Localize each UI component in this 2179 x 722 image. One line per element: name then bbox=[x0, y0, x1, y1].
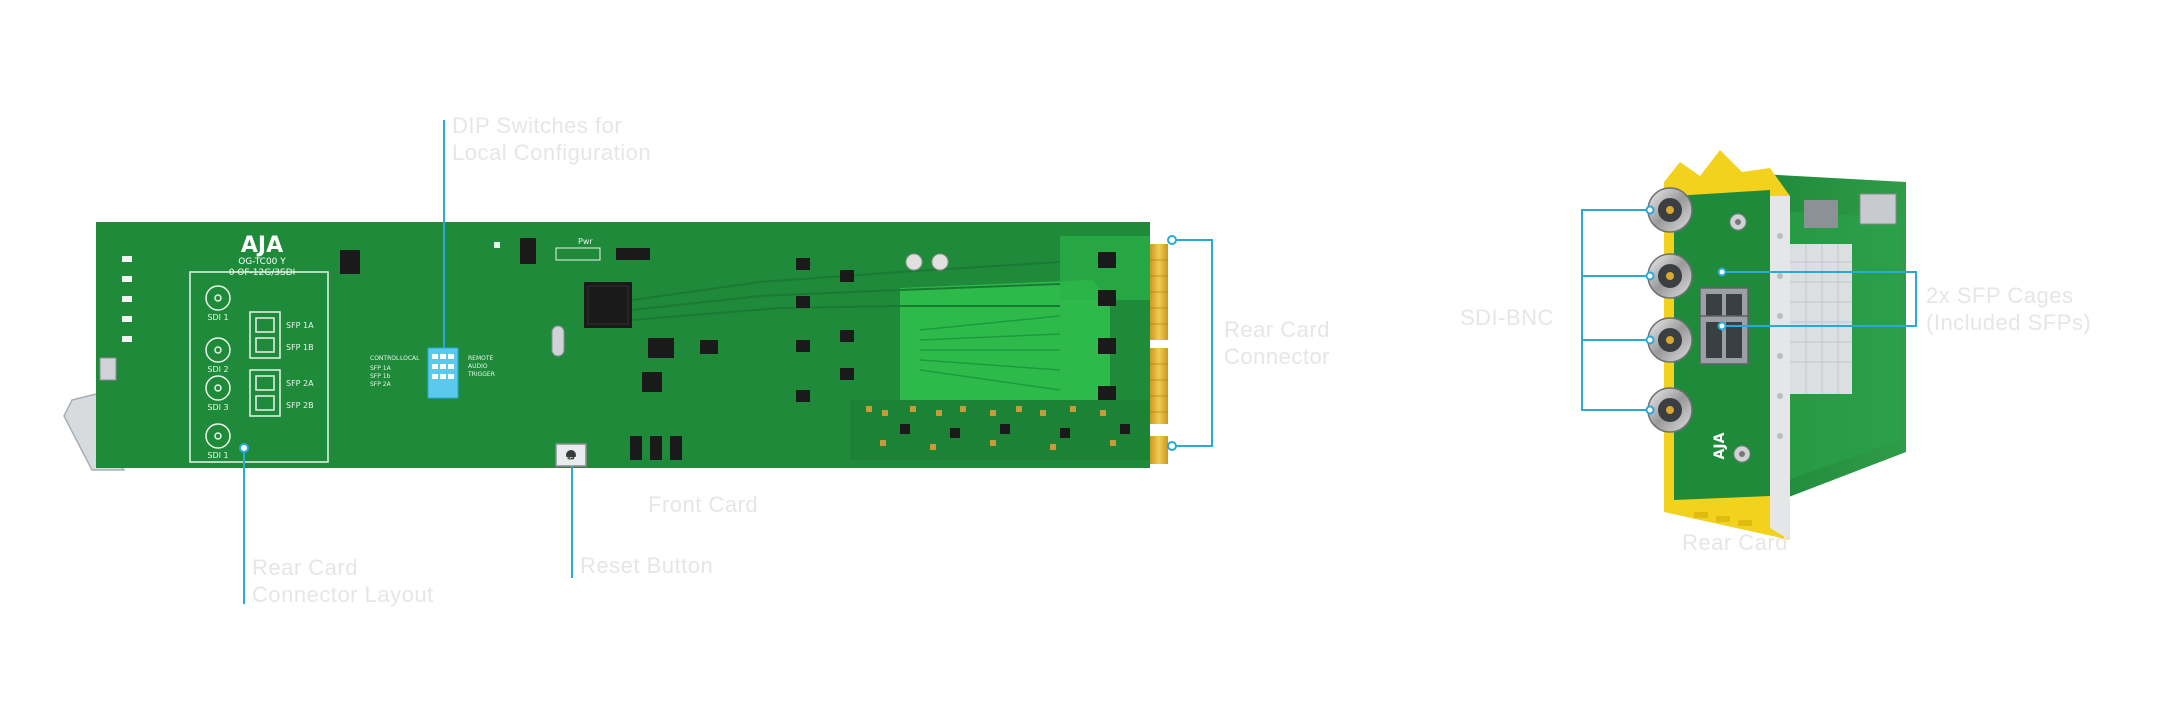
mini-usb-port bbox=[99, 357, 117, 381]
callout-sfp-cages: 2x SFP Cages (Included SFPs) bbox=[1926, 282, 2091, 336]
reset-silk: RESET bbox=[560, 456, 583, 464]
dip-silk-right: TRIGGER bbox=[467, 371, 495, 378]
pwr-silk: Pwr bbox=[578, 237, 593, 246]
front-brand-logo: AJA bbox=[241, 233, 283, 258]
callout-rear-connector-layout: Rear Card Connector Layout bbox=[252, 554, 434, 608]
sdi-port-label: SDI 3 bbox=[207, 403, 228, 412]
sfp-silk-slots bbox=[249, 311, 281, 417]
bnc-connector-icon[interactable] bbox=[1647, 253, 1693, 299]
rear-card-board: AJA bbox=[1647, 150, 1906, 540]
callout-layout-line-1: Rear Card bbox=[252, 555, 358, 580]
rear-card-caption: Rear Card bbox=[1682, 530, 1788, 555]
callout-dip-line-2: Local Configuration bbox=[452, 140, 652, 165]
callout-sdi-bnc: SDI-BNC bbox=[1460, 304, 1554, 331]
sdi-port-label: SDI 1 bbox=[207, 451, 228, 460]
dip-silk-local: LOCAL bbox=[400, 355, 420, 362]
bnc-connector-icon[interactable] bbox=[1647, 387, 1693, 433]
front-card-caption: Front Card bbox=[648, 492, 759, 517]
sfp-slot-label: SFP 1B bbox=[286, 343, 314, 352]
front-model-line-1: OG-TC00 Y bbox=[238, 257, 286, 267]
main-chip bbox=[584, 282, 632, 328]
dip-silk-row: SFP 2A bbox=[370, 381, 392, 388]
dip-silk-right: REMOTE bbox=[468, 355, 494, 362]
sfp-slot-label: SFP 2A bbox=[286, 379, 314, 388]
front-model-line-2: 0 OF-12G/3SDI bbox=[229, 268, 296, 278]
callout-rear-connector-line-1: Rear Card bbox=[1224, 317, 1330, 342]
callout-lines bbox=[243, 120, 1213, 604]
bnc-connector-icon[interactable] bbox=[1647, 187, 1693, 233]
sfp-slot-label: SFP 2B bbox=[286, 401, 314, 410]
callout-sdi-bnc-line-1: SDI-BNC bbox=[1460, 305, 1554, 330]
rear-connector-layout-silk bbox=[189, 271, 329, 463]
sdi-silk-ports bbox=[205, 285, 231, 449]
sfp-slot-label: SFP 1A bbox=[286, 321, 314, 330]
bnc-connector-icon[interactable] bbox=[1647, 317, 1693, 363]
dip-switch-icon[interactable] bbox=[427, 347, 459, 399]
callout-layout-line-2: Connector Layout bbox=[252, 582, 434, 607]
rear-callout-lines bbox=[1581, 209, 1917, 411]
dip-silk-row: SFP 1b bbox=[370, 373, 391, 380]
callout-dip-switches: DIP Switches for Local Configuration bbox=[452, 112, 651, 166]
sdi-port-label: SDI 1 bbox=[207, 313, 228, 322]
callout-rear-card-connector: Rear Card Connector bbox=[1224, 316, 1330, 370]
driver-chips bbox=[796, 252, 1116, 402]
dip-silk-right: AUDIO bbox=[468, 363, 488, 370]
dip-silk-control: CONTROL bbox=[370, 355, 400, 362]
component-cluster bbox=[850, 400, 1150, 460]
status-leds bbox=[122, 256, 132, 342]
callout-reset-button: Reset Button bbox=[580, 552, 713, 579]
callout-reset-line-1: Reset Button bbox=[580, 553, 714, 578]
rear-brand-logo: AJA bbox=[1712, 432, 1728, 459]
callout-sfp-line-2: (Included SFPs) bbox=[1926, 310, 2092, 335]
callout-sfp-line-1: 2x SFP Cages bbox=[1926, 283, 2074, 308]
callout-rear-connector-line-2: Connector bbox=[1224, 344, 1331, 369]
edge-connector-bottom bbox=[1150, 348, 1168, 424]
front-card-board: AJA OG-TC00 Y 0 OF-12G/3SDI SDI 1 SDI 2 … bbox=[63, 222, 1168, 471]
sdi-port-label: SDI 2 bbox=[207, 365, 228, 374]
callout-dip-line-1: DIP Switches for bbox=[452, 113, 623, 138]
dip-silk-row: SFP 1A bbox=[370, 365, 392, 372]
